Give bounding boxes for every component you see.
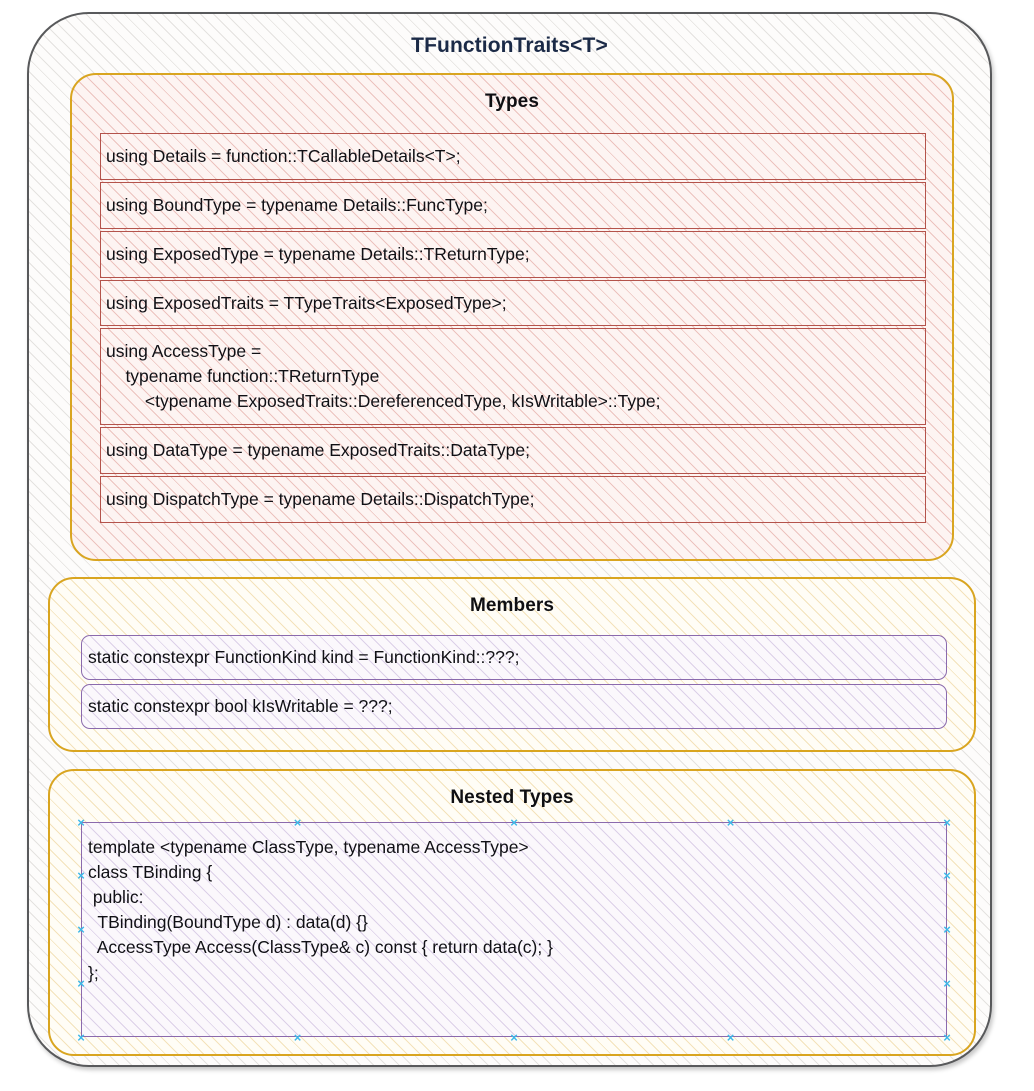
page-title: TFunctionTraits<T> <box>411 34 608 57</box>
types-row[interactable]: using BoundType = typename Details::Func… <box>100 181 926 229</box>
section-types[interactable]: Types using Details = function::TCallabl… <box>70 73 954 561</box>
types-row[interactable]: using Details = function::TCallableDetai… <box>100 133 926 180</box>
types-row[interactable]: using DataType = typename ExposedTraits:… <box>100 426 926 474</box>
section-members[interactable]: Members static constexpr FunctionKind ki… <box>48 577 976 752</box>
members-row[interactable]: static constexpr bool kIsWritable = ???; <box>81 684 947 729</box>
nested-types-code-block[interactable]: template <typename ClassType, typename A… <box>81 822 947 1037</box>
selection-handle-bottom-center[interactable] <box>509 1032 520 1043</box>
types-row[interactable]: using ExposedTraits = TTypeTraits<Expose… <box>100 279 926 327</box>
selection-handle-bottom-right[interactable] <box>942 1032 953 1043</box>
selection-handle-middle-left[interactable] <box>76 924 87 935</box>
selection-handle-bottom-left[interactable] <box>76 1032 87 1043</box>
selection-handle-bottom[interactable] <box>292 1032 303 1043</box>
selection-handle-right[interactable] <box>942 978 953 989</box>
types-row-accesstype[interactable]: using AccessType = typename function::TR… <box>100 328 926 425</box>
members-row[interactable]: static constexpr FunctionKind kind = Fun… <box>81 635 947 680</box>
types-row[interactable]: using DispatchType = typename Details::D… <box>100 475 926 523</box>
selection-handle-top-center[interactable] <box>509 817 520 828</box>
selection-handle-right[interactable] <box>942 870 953 881</box>
types-row[interactable]: using ExposedType = typename Details::TR… <box>100 230 926 278</box>
section-title-nested-types: Nested Types <box>450 787 574 808</box>
members-row-list: static constexpr FunctionKind kind = Fun… <box>81 635 947 729</box>
nested-types-code-wrapper: template <typename ClassType, typename A… <box>81 822 947 1037</box>
section-title-types: Types <box>484 91 539 112</box>
selection-handle-top[interactable] <box>725 817 736 828</box>
section-title-members: Members <box>469 595 555 616</box>
section-nested-types[interactable]: Nested Types template <typename ClassTyp… <box>48 769 976 1056</box>
class-container-tfunctiontraits[interactable]: TFunctionTraits<T> Types using Details =… <box>27 12 992 1067</box>
selection-handle-top[interactable] <box>292 817 303 828</box>
selection-handle-middle-right[interactable] <box>942 924 953 935</box>
selection-handle-bottom[interactable] <box>725 1032 736 1043</box>
types-row-list: using Details = function::TCallableDetai… <box>100 133 926 523</box>
selection-handle-left[interactable] <box>76 870 87 881</box>
selection-handle-top-left[interactable] <box>76 817 87 828</box>
selection-handle-left[interactable] <box>76 978 87 989</box>
selection-handle-top-right[interactable] <box>942 817 953 828</box>
